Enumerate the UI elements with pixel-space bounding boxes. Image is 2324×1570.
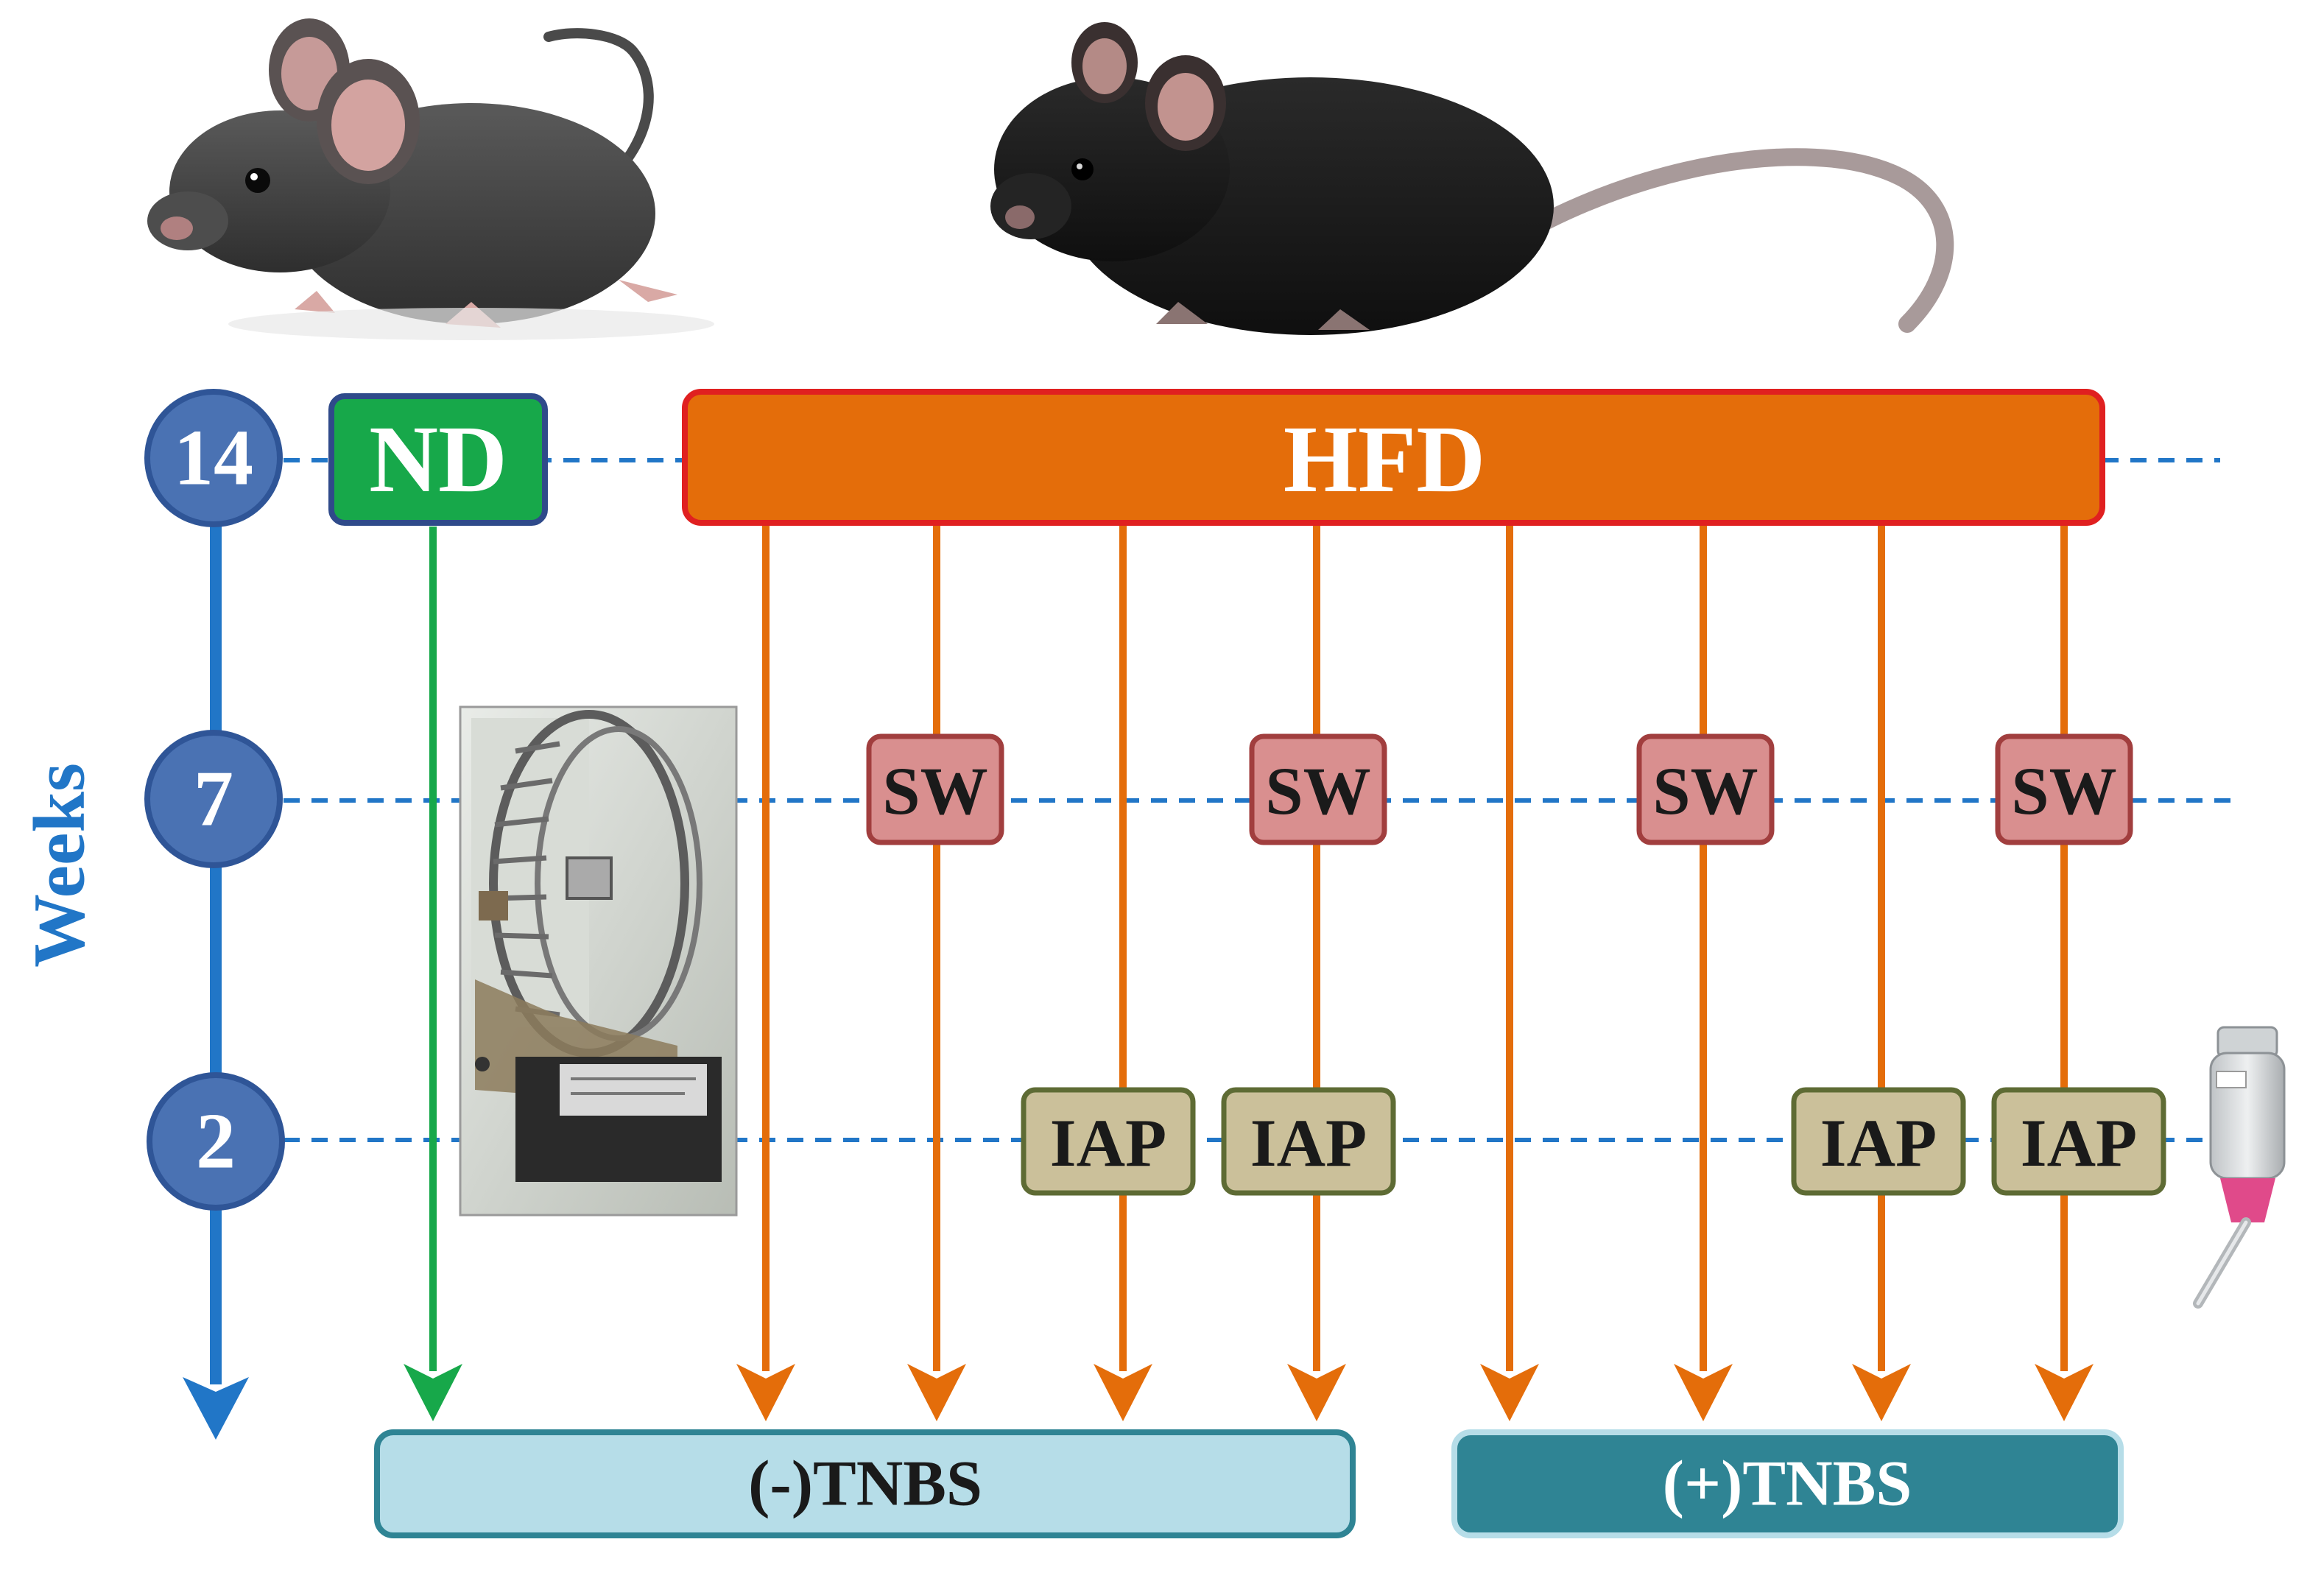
iap-box-1: IAP <box>1021 1087 1196 1196</box>
hfd-box: HFD <box>682 389 2105 526</box>
week-14-label: 14 <box>174 415 253 502</box>
hfd-arrow-1 <box>736 523 795 1421</box>
plus-tnbs-box: (+)TNBS <box>1451 1429 2124 1538</box>
iap-box-4: IAP <box>1991 1087 2166 1196</box>
sw-label-1: SW <box>882 753 987 828</box>
nd-label: ND <box>369 406 507 513</box>
week-7-marker: 7 <box>144 730 283 868</box>
sw-label-2: SW <box>1265 753 1370 828</box>
weeks-axis-label: Weeks <box>18 763 100 968</box>
nd-arrow-head <box>404 1364 462 1421</box>
hfd-arrow-3 <box>1094 523 1152 1421</box>
week-2-marker: 2 <box>147 1072 285 1211</box>
week-14-marker: 14 <box>144 389 283 527</box>
hfd-label: HFD <box>1284 406 1485 513</box>
minus-tnbs-label: (-)TNBS <box>748 1448 982 1520</box>
plus-tnbs-label: (+)TNBS <box>1663 1448 1912 1520</box>
sw-box-3: SW <box>1636 733 1775 845</box>
week-2-label: 2 <box>196 1098 236 1186</box>
iap-label-3: IAP <box>1820 1105 1937 1180</box>
timeline: 14 7 2 Weeks <box>18 389 2231 1440</box>
iap-label-2: IAP <box>1250 1105 1367 1180</box>
hfd-arrow-4 <box>1287 523 1346 1421</box>
sw-label-3: SW <box>1652 753 1758 828</box>
iap-label-4: IAP <box>2021 1105 2137 1180</box>
week-7-label: 7 <box>194 756 233 843</box>
flow-arrows <box>404 523 2094 1421</box>
hfd-arrow-5 <box>1480 523 1539 1421</box>
iap-box-3: IAP <box>1791 1087 1966 1196</box>
sw-box-2: SW <box>1249 733 1387 845</box>
sw-label-4: SW <box>2011 753 2116 828</box>
iap-label-1: IAP <box>1050 1105 1166 1180</box>
sw-box-4: SW <box>1995 733 2133 845</box>
running-wheel-icon <box>459 705 738 1217</box>
mouse-icon <box>147 18 714 340</box>
hfd-arrow-2 <box>907 523 966 1421</box>
sw-box-1: SW <box>866 733 1004 845</box>
hfd-arrow-7 <box>1852 523 1911 1421</box>
obese-mouse-icon <box>990 22 1954 335</box>
timeline-arrow-head <box>183 1377 249 1440</box>
iap-box-2: IAP <box>1221 1087 1396 1196</box>
water-bottle-icon <box>2193 1026 2286 1309</box>
nd-box: ND <box>328 393 548 526</box>
hfd-arrow-8 <box>2035 523 2094 1421</box>
minus-tnbs-box: (-)TNBS <box>374 1429 1356 1538</box>
hfd-arrow-6 <box>1674 523 1733 1421</box>
